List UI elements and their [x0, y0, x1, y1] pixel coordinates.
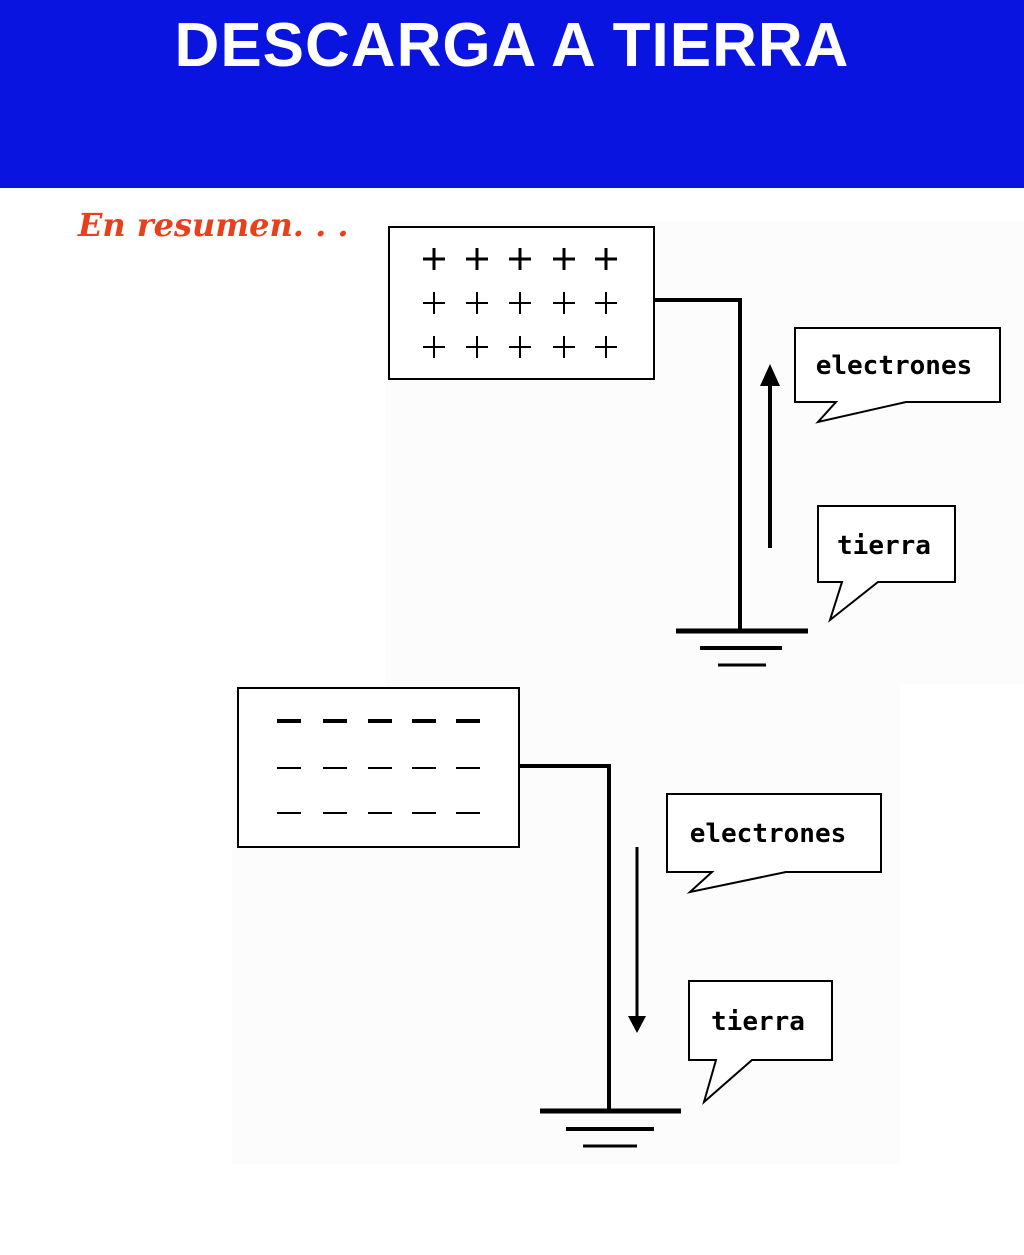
callout-electrons-bottom-label: electrones — [690, 819, 847, 849]
callout-ground-bottom: tierra — [688, 980, 833, 1105]
positive-charges — [423, 248, 617, 358]
callout-electrons-top-label: electrones — [816, 351, 973, 381]
ground-wire-bottom — [519, 764, 611, 1110]
diagram-negative: electrones tierra — [237, 687, 882, 1148]
callout-ground-top: tierra — [817, 505, 956, 623]
subtitle: En resumen. . . — [78, 206, 349, 244]
callout-electrons-bottom: electrones — [666, 793, 882, 894]
diagram-positive: electrones tierra — [388, 226, 1001, 667]
ground-symbol-top — [676, 628, 808, 667]
header-banner: DESCARGA A TIERRA — [0, 0, 1024, 188]
ground-symbol-bottom — [540, 1108, 681, 1148]
negative-charges — [277, 719, 480, 814]
page-title: DESCARGA A TIERRA — [174, 11, 850, 80]
callout-ground-bottom-label: tierra — [711, 1007, 805, 1037]
callout-ground-top-label: tierra — [837, 531, 931, 561]
ground-wire-top — [654, 298, 742, 630]
arrow-up-icon — [760, 364, 780, 548]
callout-electrons-top: electrones — [794, 327, 1001, 424]
arrow-down-icon — [628, 847, 646, 1033]
